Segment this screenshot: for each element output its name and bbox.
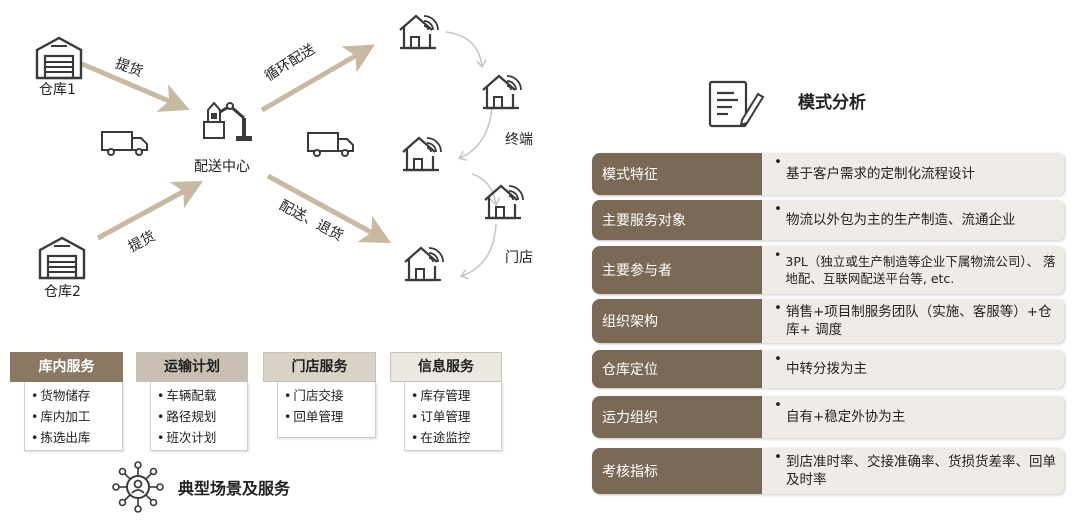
table-row: 仓库定位 •中转分拨为主	[592, 350, 1064, 388]
row-label: 考核指标	[592, 448, 762, 494]
network-hub-icon	[112, 461, 164, 513]
service-item: 路径规划	[157, 406, 241, 427]
warehouse1-label: 仓库1	[39, 82, 76, 98]
row-label: 模式特征	[592, 153, 762, 195]
table-row: 主要参与者 •3PL（独立或生产制造等企业下属物流公司）、 落地配、互联网配送平…	[592, 246, 1064, 294]
row-label: 仓库定位	[592, 350, 762, 388]
store-icon	[398, 14, 440, 50]
service-item: 货物储存	[31, 385, 116, 406]
warehouse-icon	[35, 36, 83, 80]
mode-analysis-title: 模式分析	[798, 93, 866, 113]
warehouse2-label: 仓库2	[44, 284, 81, 300]
terminal-label: 终端	[505, 132, 533, 148]
service-item: 班次计划	[157, 427, 241, 448]
row-label: 主要服务对象	[592, 200, 762, 240]
store-icon	[403, 246, 445, 282]
service-items: 门店交接 回单管理	[277, 382, 376, 438]
table-row: 考核指标 •到店准时率、交接准确率、货损货差率、回单及时率	[592, 448, 1064, 494]
service-item: 拣选出库	[31, 427, 116, 448]
warehouse-icon	[38, 236, 86, 280]
row-value: •自有+稳定外协为主	[762, 396, 1064, 438]
row-label: 主要参与者	[592, 246, 762, 294]
center-label: 配送中心	[194, 159, 250, 175]
service-item: 订单管理	[411, 406, 495, 427]
document-edit-icon	[708, 80, 765, 128]
service-items: 库存管理 订单管理 在途监控	[404, 382, 502, 451]
store-icon	[481, 74, 523, 110]
service-item: 门店交接	[284, 385, 369, 406]
truck-icon	[307, 132, 354, 157]
service-card: 信息服务 库存管理 订单管理 在途监控	[390, 352, 502, 451]
table-row: 主要服务对象 •物流以外包为主的生产制造、流通企业	[592, 200, 1064, 240]
service-items: 货物储存 库内加工 拣选出库	[24, 382, 123, 451]
service-title: 门店服务	[263, 352, 376, 382]
row-value: •到店准时率、交接准确率、货损货差率、回单及时率	[762, 448, 1064, 494]
service-title: 运输计划	[136, 352, 248, 382]
row-value: •3PL（独立或生产制造等企业下属物流公司）、 落地配、互联网配送平台等, et…	[762, 246, 1064, 294]
arrow-warehouse2-to-center	[96, 180, 204, 241]
robot-arm-icon	[203, 101, 252, 141]
service-items: 车辆配载 路径规划 班次计划	[150, 382, 248, 451]
service-card: 门店服务 门店交接 回单管理	[263, 352, 376, 438]
store-icon	[483, 184, 525, 220]
arrow-warehouse1-to-center	[81, 61, 190, 112]
store-icon	[401, 136, 443, 172]
store-label: 门店	[505, 250, 533, 266]
route-arrows	[445, 31, 496, 276]
service-item: 车辆配载	[157, 385, 241, 406]
service-item: 在途监控	[411, 427, 495, 448]
row-label: 运力组织	[592, 396, 762, 438]
table-row: 模式特征 •基于客户需求的定制化流程设计	[592, 153, 1064, 195]
table-row: 组织架构 •销售+项目制服务团队（实施、客服等）+仓库+ 调度	[592, 299, 1064, 343]
row-value: •物流以外包为主的生产制造、流通企业	[762, 200, 1064, 240]
arrow-center-to-terminal	[260, 44, 375, 113]
typical-caption: 典型场景及服务	[178, 479, 291, 498]
row-value: •销售+项目制服务团队（实施、客服等）+仓库+ 调度	[762, 299, 1064, 343]
row-label: 组织架构	[592, 299, 762, 343]
service-card: 运输计划 车辆配载 路径规划 班次计划	[136, 352, 248, 451]
row-value: •基于客户需求的定制化流程设计	[762, 153, 1064, 195]
row-value: •中转分拨为主	[762, 350, 1064, 388]
table-row: 运力组织 •自有+稳定外协为主	[592, 396, 1064, 438]
service-item: 回单管理	[284, 406, 369, 427]
service-item: 库存管理	[411, 385, 495, 406]
arrow-center-to-store	[266, 173, 392, 244]
service-card: 库内服务 货物储存 库内加工 拣选出库	[10, 352, 123, 451]
service-title: 库内服务	[10, 352, 123, 382]
flow-arrows	[81, 44, 392, 244]
service-item: 库内加工	[31, 406, 116, 427]
truck-icon	[101, 131, 148, 156]
service-title: 信息服务	[390, 352, 502, 382]
